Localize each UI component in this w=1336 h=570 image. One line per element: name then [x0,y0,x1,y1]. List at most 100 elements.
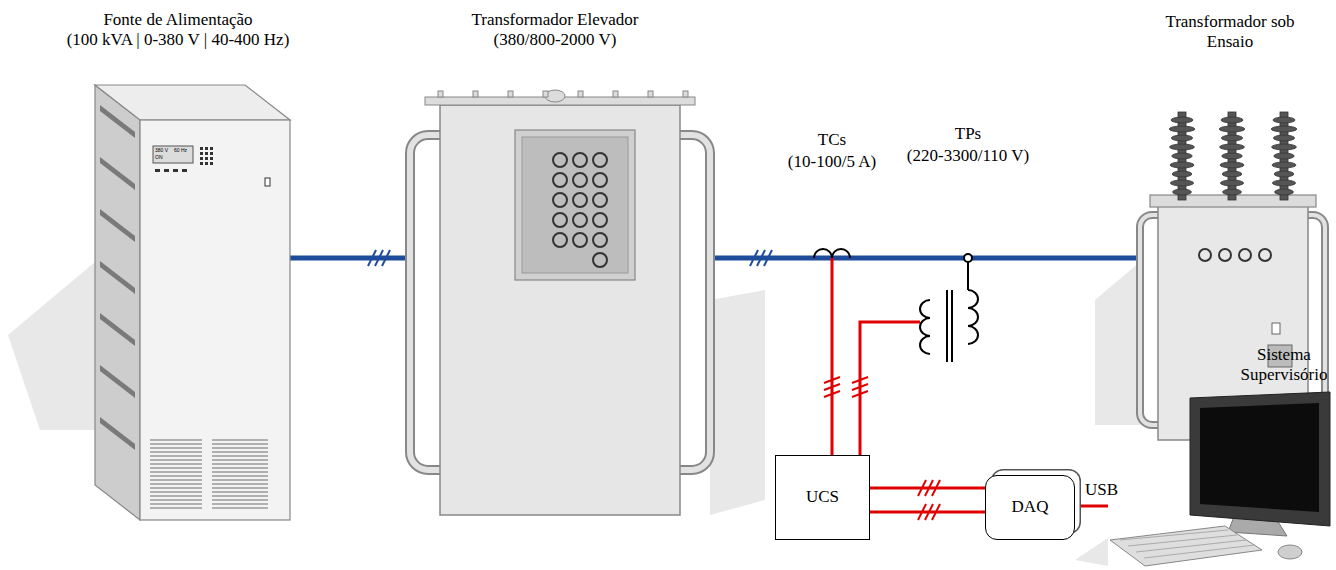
terminal-circle [573,213,587,227]
phase-mark [824,377,840,383]
process-box: DAQ [985,475,1075,540]
grill-line [150,459,202,461]
grill-line [212,491,268,493]
bushing-shed [1273,135,1294,141]
bushing-shed [1169,126,1195,132]
grill-line [150,443,202,445]
equipment-heading: Sistema Supervisório [1230,345,1336,386]
tap-circles [1199,249,1271,261]
process-box: UCS [775,455,870,540]
computer-part [1278,545,1302,559]
potential-transformer-symbol-part [968,290,978,344]
phase-mark [918,480,926,496]
vent-slat [100,261,135,294]
terminal-circle [553,213,567,227]
heading-text: (100 kVA | 0-380 V | 40-400 Hz) [67,30,290,50]
bushing-shed [1172,171,1192,177]
grill-line [212,483,268,485]
phase-mark [852,377,868,383]
phase-mark [918,504,926,520]
box-label: UCS [806,487,839,507]
test-transformer-part [1272,323,1280,334]
phase-mark [375,250,383,266]
bushing-shed [1219,126,1245,132]
mark [182,169,187,172]
bushing-shed [1221,135,1242,141]
potential-transformer-symbol-part [946,290,948,362]
key-row [1144,545,1255,558]
grill-line [212,439,268,441]
potential-transformer-symbol-part [951,290,953,362]
instrument-label: (10-100/5 A) [788,152,876,172]
potential-transformer-symbol-part [920,300,930,354]
potential-transformer-symbol [860,254,978,455]
grill-line [150,475,202,477]
key [210,147,213,150]
rail-post [438,91,443,97]
grill-line [212,495,268,497]
current-transformer-symbol [814,249,850,455]
step-up-transformer-part [440,105,680,515]
grill-line [150,483,202,485]
terminal-circle [593,173,607,187]
heading-text: Sistema Supervisório [1230,345,1336,386]
terminal-circle [593,153,607,167]
equipment-heading: Transformador sob Ensaio [1165,12,1295,53]
grill-line [212,499,268,501]
heading-text: Fonte de Alimentação [67,10,290,30]
equipment-node: Transformador Elevador(380/800-2000 V) [410,90,710,515]
rail-post [578,91,583,97]
terminal-circle [573,233,587,247]
heading-text: Transformador Elevador [472,10,639,30]
key [205,157,208,160]
key-row [1128,535,1237,546]
phase-mark [757,250,765,266]
connector-line [290,256,410,261]
bushing-shed [1274,153,1294,159]
box-label: DAQ [1012,497,1049,517]
instrument-label: TPs [955,124,981,144]
heading-text: (380/800-2000 V) [472,30,639,50]
bushing-shed [1275,189,1294,195]
computer [1110,392,1330,566]
floor-shadow-part [1095,262,1140,425]
floor-shadow-part [8,262,95,430]
key [205,152,208,155]
step-up-transformer-part [522,137,628,273]
rail-posts [438,91,688,97]
bushing-shed [1220,144,1245,150]
grill-line [212,479,268,481]
vent-slat [100,417,135,450]
grill-line [150,495,202,497]
phase-mark [824,391,840,397]
keypad [200,147,213,165]
grill-line [150,447,202,449]
grill-line [150,455,202,457]
terminal-circle [593,193,607,207]
display-marks [155,169,187,172]
display-text: ON [155,154,163,160]
tap-circles-part [1199,249,1211,261]
bushing-shed [1222,153,1242,159]
grill-line [212,487,268,489]
vent-slat [100,313,135,346]
equipment-node: Sistema Supervisório [1108,392,1332,568]
key [205,162,208,165]
rail-post [508,91,513,97]
rail-post [543,91,548,97]
phase-mark [925,480,933,496]
phase-mark [932,480,940,496]
terminal-circle [593,253,607,267]
bushing-shed [1273,117,1295,123]
bushings [1169,112,1297,200]
keyboard-keys [1120,530,1255,558]
equipment-heading: Transformador Elevador(380/800-2000 V) [472,10,639,51]
vent-slat [100,209,135,242]
bushing-shed [1171,117,1193,123]
grill-line [212,443,268,445]
terminal-circle [553,233,567,247]
computer-part [1190,392,1330,526]
bushing-shed [1220,180,1243,186]
bushing-shed [1272,162,1296,168]
